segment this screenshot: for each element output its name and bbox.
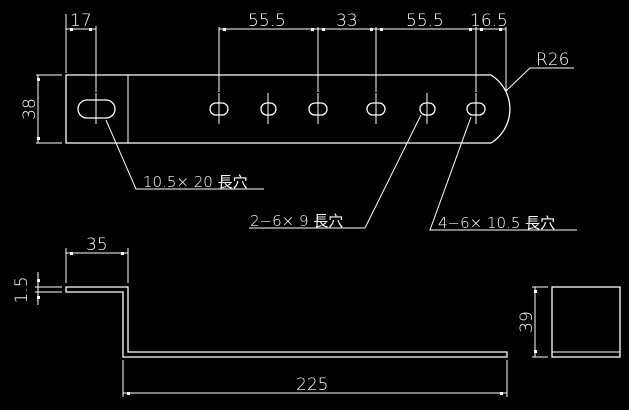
dim-55-5-b: 55.5 [406, 11, 444, 31]
dim-35: 35 [86, 235, 108, 255]
notes: 10.5× 20 長穴 2−6× 9 長穴 4−6× 10.5 長穴 [105, 114, 577, 232]
note-medium-slots: 4−6× 10.5 長穴 [438, 214, 555, 232]
top-dimensions: 17 55.5 33 55.5 16.5 38 R26 [20, 11, 574, 144]
dim-55-5-a: 55.5 [248, 11, 286, 31]
note-large-slot: 10.5× 20 長穴 [143, 173, 248, 191]
side-view: 35 1.5 225 [12, 235, 508, 397]
profile-outline [65, 286, 508, 358]
dim-38: 38 [20, 98, 40, 120]
dim-17: 17 [70, 11, 92, 31]
dim-1-5: 1.5 [12, 276, 32, 303]
dim-33: 33 [336, 11, 358, 31]
small-holes [209, 93, 486, 124]
top-view: 17 55.5 33 55.5 16.5 38 R26 [20, 11, 577, 232]
dim-r26: R26 [536, 50, 569, 70]
end-outline [551, 286, 621, 358]
note-small-slots: 2−6× 9 長穴 [250, 212, 343, 230]
dim-225: 225 [296, 375, 328, 395]
dim-16-5: 16.5 [470, 11, 508, 31]
end-view: 39 [517, 286, 621, 358]
plate-outline [65, 74, 511, 144]
dim-39: 39 [517, 311, 537, 333]
